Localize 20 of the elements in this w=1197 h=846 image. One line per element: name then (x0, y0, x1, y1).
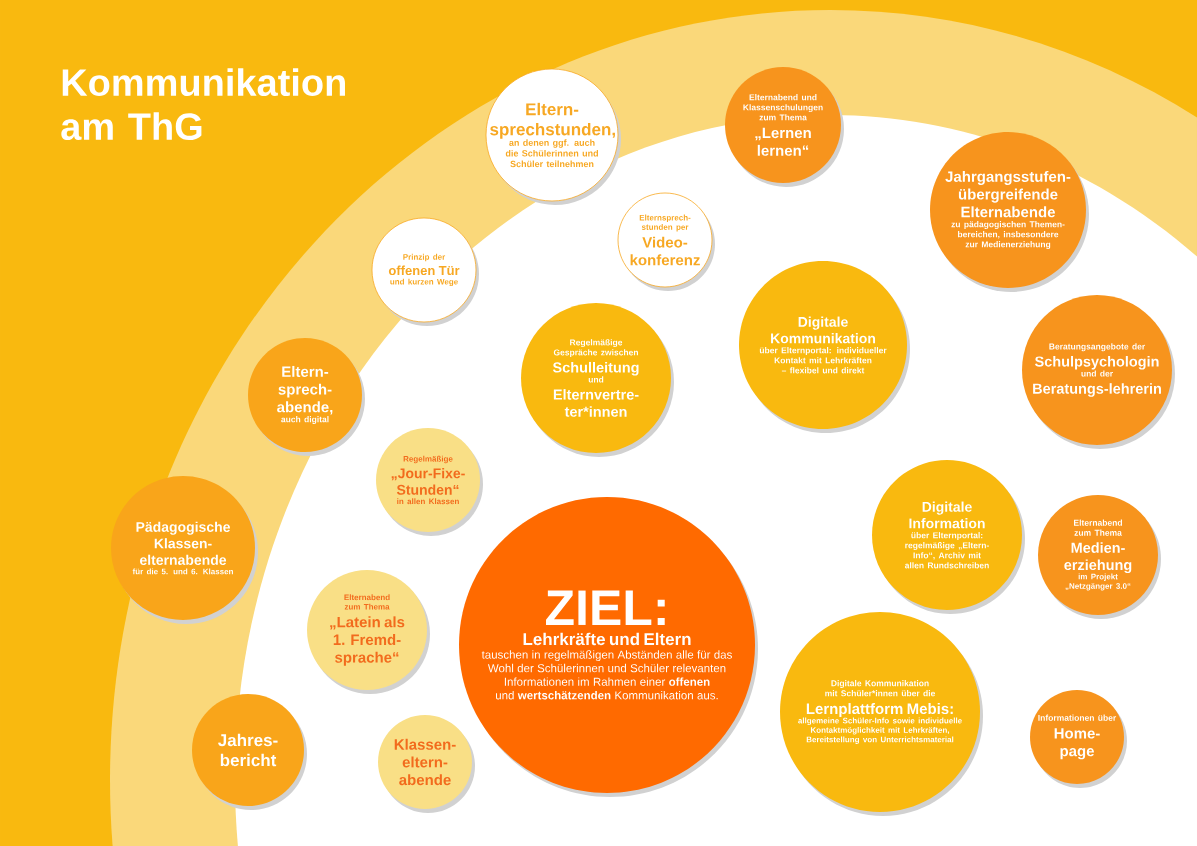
circle-node: Digitale Kommunikation mit Schüler*innen über die Lernplattform Mebis: allgemeine Schüler-Info sowie individuelle Kontaktmöglichkeit mit Lehrkräften, Bereitstellung von Unterrichtsmaterial (780, 612, 983, 816)
circle-node: Elternabend zum Thema „Latein als 1. Fremd-sprache“ (307, 570, 430, 694)
circle-node: Regelmäßige Gespräche zwischen Schulleitung und Elternvertre-ter*innen (521, 303, 674, 457)
circle-node: Elternabend zum Thema Medien-erziehung im Projekt „Netzgänger 3.0“ (1038, 495, 1161, 619)
circle-node: Beratungsangebote der Schulpsychologin und der Beratungs-lehrerin (1022, 295, 1175, 449)
title: Kommunikation am ThG (61, 68, 345, 141)
circle-node: Digitale Information über Elternportal: regelmäßige „Eltern-Info“, Archiv mit allen Rundschreiben (872, 460, 1025, 614)
circle-node: Jahrgangsstufen-übergreifende Elternabende zu pädagogischen Themen-bereichen, insbesondere zur Medienerziehung (930, 132, 1089, 292)
circle-node: Digitale Kommunikation über Elternportal: individueller Kontakt mit Lehrkräften – flexibel und direkt (739, 261, 910, 433)
circle-node: Prinzip der offenen Tür und kurzen Wege (371, 217, 479, 326)
circle-node: Eltern-sprechstunden, an denen ggf. auch die Schülerinnen und Schüler teilnehmen (485, 68, 621, 205)
circle-node: ZIEL: Lehrkräfte und Eltern tauschen in regelmäßigen Abständen alle für das Wohl der Schülerinnen und Schüler relevanten Informationen im Rahmen einer offenen und wertschätzenden Kommunikation aus. (459, 497, 758, 797)
circle-node: Pädagogische Klassen-elternabende für die 5. und 6. Klassen (111, 476, 258, 624)
circle-node: Elternabend und Klassenschulungen zum Thema „Lernen lernen“ (725, 67, 844, 187)
circle-node: Informationen über Home-page (1030, 690, 1127, 788)
circle-node: Elternsprech-stunden per Video-konferenz (617, 192, 715, 291)
circle-node: Jahres-bericht (192, 694, 307, 810)
circle-node: Klassen-eltern-abende (378, 715, 475, 813)
circle-node: Regelmäßige „Jour-Fixe-Stunden“ in allen Klassen (376, 428, 483, 536)
circle-node: Eltern-sprech-abende, auch digital (248, 338, 365, 456)
